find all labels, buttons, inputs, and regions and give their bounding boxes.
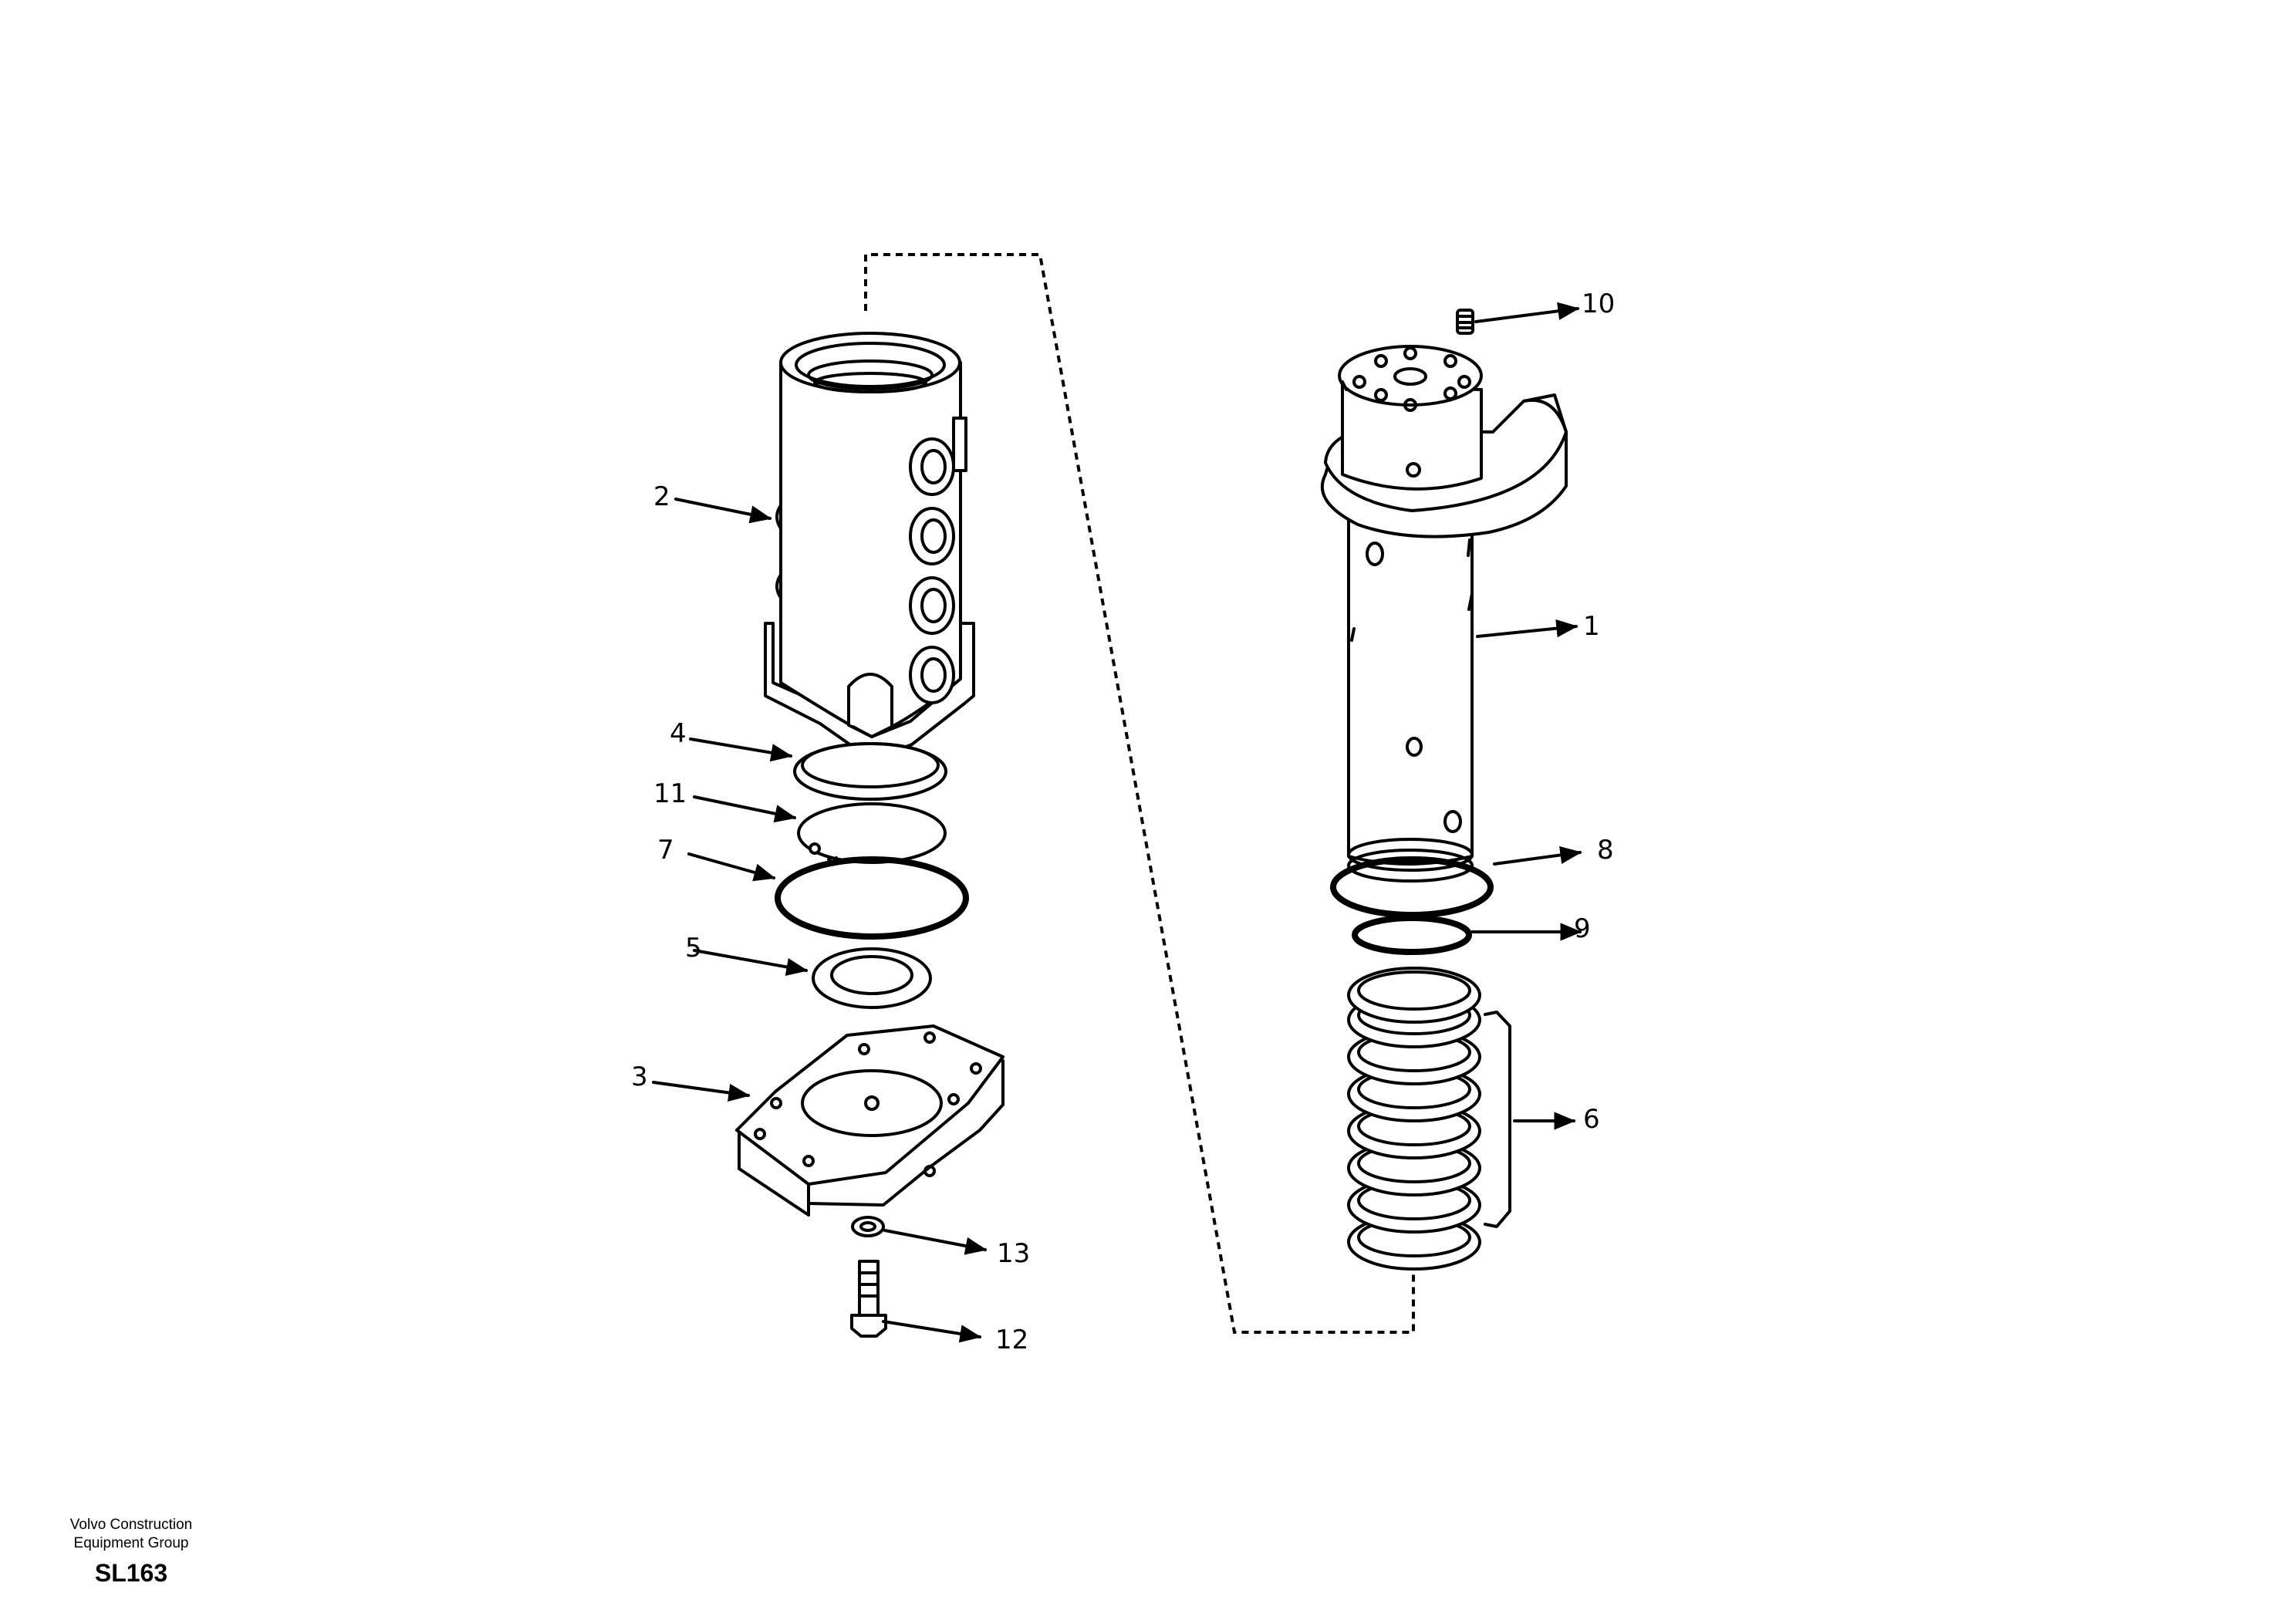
footer-drawing-code: SL163 bbox=[95, 1559, 167, 1587]
part-cover-plate-3 bbox=[735, 1024, 1004, 1217]
callout-3: 3 bbox=[631, 1061, 648, 1092]
part-o-ring-8 bbox=[1330, 856, 1494, 918]
callout-6: 6 bbox=[1583, 1104, 1600, 1135]
leader-lines bbox=[652, 302, 1582, 1343]
callout-2: 2 bbox=[653, 481, 670, 512]
callout-10: 10 bbox=[1582, 289, 1615, 319]
callout-13: 13 bbox=[997, 1238, 1030, 1269]
callout-8: 8 bbox=[1597, 835, 1614, 866]
callout-12: 12 bbox=[995, 1325, 1028, 1355]
callout-4: 4 bbox=[670, 718, 687, 749]
part-shaft-1 bbox=[1320, 345, 1568, 883]
part-seal-stack-6 bbox=[1347, 967, 1511, 1271]
part-o-ring-9 bbox=[1352, 915, 1472, 955]
part-housing bbox=[764, 332, 975, 761]
part-o-ring-7 bbox=[775, 856, 969, 940]
part-plug-10 bbox=[1456, 309, 1474, 335]
callout-9: 9 bbox=[1574, 913, 1591, 944]
part-bolt-12 bbox=[850, 1260, 887, 1338]
callout-11: 11 bbox=[653, 778, 687, 809]
part-snap-ring-11 bbox=[797, 802, 947, 864]
footer-company-line1: Volvo Construction bbox=[70, 1517, 192, 1533]
part-ring-4 bbox=[793, 742, 947, 801]
footer-company-line2: Equipment Group bbox=[74, 1535, 189, 1551]
callout-5: 5 bbox=[685, 933, 702, 964]
part-lock-washer-13 bbox=[851, 1216, 885, 1237]
part-washer-5 bbox=[812, 947, 932, 1009]
callout-1: 1 bbox=[1583, 611, 1600, 642]
assembly-dashed-line bbox=[864, 253, 1415, 1334]
callout-7: 7 bbox=[657, 835, 674, 866]
